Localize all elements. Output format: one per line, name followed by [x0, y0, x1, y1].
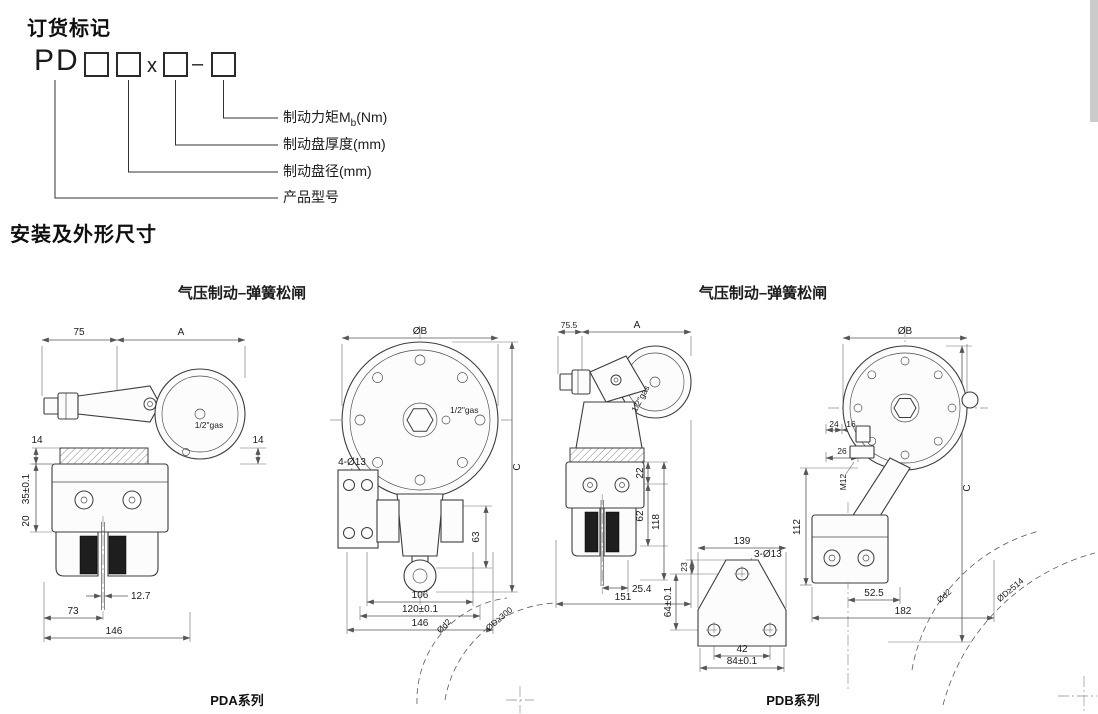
pdb-bracket-detail: 139 3-Ø13 23 64±0.1 42 84±0.1	[663, 536, 787, 672]
pdb-front-dim-od-min: ØD≥514	[995, 576, 1026, 604]
pda-front-dim-106: 106	[412, 590, 429, 601]
pdb-bracket-dim-84: 84±0.1	[727, 656, 758, 667]
pdb-side-dim-25-4: 25.4	[632, 584, 652, 595]
pdb-front-dim-24: 24	[829, 419, 839, 429]
label-disc-diameter: 制动盘径(mm)	[283, 163, 372, 179]
pdb-bracket-dim-3xo13: 3-Ø13	[754, 549, 782, 560]
label-brake-torque-text: 制动力矩M	[283, 109, 351, 125]
caption-pda-series: PDA系列	[210, 693, 264, 708]
label-brake-torque-sub: b	[350, 117, 357, 129]
heading-order-marking: 订货标记	[27, 18, 111, 40]
pdb-side-dim-a: A	[634, 320, 641, 331]
pda-front-view: ØB C 63 4-Ø13 1/2"gas 106 120±0.1 146 Ød…	[330, 326, 557, 713]
pda-side-dim-14-right: 14	[252, 435, 264, 446]
pda-side-dim-20: 20	[21, 515, 32, 527]
label-brake-torque: 制动力矩Mb(Nm)	[283, 109, 387, 132]
pdb-front-dim-26: 26	[837, 446, 847, 456]
pdb-side-dim-75-5: 75.5	[561, 320, 578, 330]
order-code-box-1	[84, 52, 109, 77]
pda-front-gas-port-label: 1/2"gas	[450, 405, 479, 415]
pda-front-dim-od-min: ØD≥300	[484, 605, 515, 633]
order-code-prefix: PD	[34, 44, 80, 77]
pda-side-view: 75 A 14 14 20 35±0.1 12.7 73 146 1/2"gas	[21, 327, 266, 642]
order-code-leader-lines	[54, 80, 278, 199]
pda-side-gas-port-label: 1/2"gas	[195, 420, 224, 430]
pdb-bracket-dim-64: 64±0.1	[663, 586, 674, 617]
pdb-front-dim-od2: Ød2	[935, 587, 954, 605]
pda-front-dim-ob: ØB	[413, 326, 428, 337]
pda-front-dim-4xo13: 4-Ø13	[338, 457, 366, 468]
pdb-side-dim-118: 118	[651, 514, 662, 530]
pda-side-dim-14-left: 14	[31, 435, 43, 446]
pdb-bracket-dim-23: 23	[679, 562, 689, 572]
pda-side-dim-a: A	[178, 327, 185, 338]
order-code-box-3	[163, 52, 188, 77]
pdb-side-dim-151: 151	[615, 592, 632, 603]
pda-front-dim-63: 63	[471, 531, 482, 543]
pdb-side-view: 75.5 A 1/2"gas 22 62 118 25.4 151	[555, 320, 692, 608]
order-code-dash: –	[192, 53, 204, 75]
pdb-front-dim-m12: M12	[838, 473, 848, 490]
pdb-front-dim-ob: ØB	[898, 326, 913, 337]
diagram-title-pdb: 气压制动–弹簧松闸	[698, 285, 828, 302]
pdb-side-dim-62: 62	[635, 510, 646, 522]
pdb-front-dim-112: 112	[792, 519, 803, 535]
order-code-box-2	[116, 52, 141, 77]
page-edge-strip	[1090, 0, 1098, 122]
pda-front-dim-od2: Ød2	[435, 616, 454, 635]
pda-front-dim-c: C	[512, 463, 523, 470]
order-code-box-4	[211, 52, 236, 77]
pdb-front-dim-c: C	[962, 484, 973, 491]
pdb-front-view: ØB C 24 16 26 M12 112 52.5 182 Ød2 ØD≥51…	[792, 326, 1097, 713]
caption-pdb-series: PDB系列	[766, 693, 820, 708]
pdb-front-dim-182: 182	[895, 606, 912, 617]
pdb-bracket-dim-42: 42	[736, 644, 748, 655]
pdb-bracket-dim-139: 139	[734, 536, 751, 547]
pda-front-dim-120: 120±0.1	[402, 604, 439, 615]
pda-side-dim-35: 35±0.1	[21, 473, 32, 504]
pdb-front-dim-52-5: 52.5	[864, 588, 884, 599]
pda-side-dim-146: 146	[106, 626, 123, 637]
pda-front-dim-146: 146	[412, 618, 429, 629]
pda-side-dim-73: 73	[67, 606, 79, 617]
label-product-model: 产品型号	[283, 189, 339, 205]
label-disc-thickness: 制动盘厚度(mm)	[283, 136, 386, 152]
pdb-side-dim-22: 22	[635, 467, 646, 479]
heading-dimensions: 安装及外形尺寸	[10, 224, 157, 246]
label-brake-torque-unit: (Nm)	[356, 109, 388, 125]
pdb-front-dim-16: 16	[846, 419, 856, 429]
pda-side-dim-75: 75	[73, 327, 85, 338]
order-code-times: x	[147, 55, 157, 77]
pda-side-dim-12-7: 12.7	[131, 591, 151, 602]
diagram-title-pda: 气压制动–弹簧松闸	[177, 285, 307, 302]
